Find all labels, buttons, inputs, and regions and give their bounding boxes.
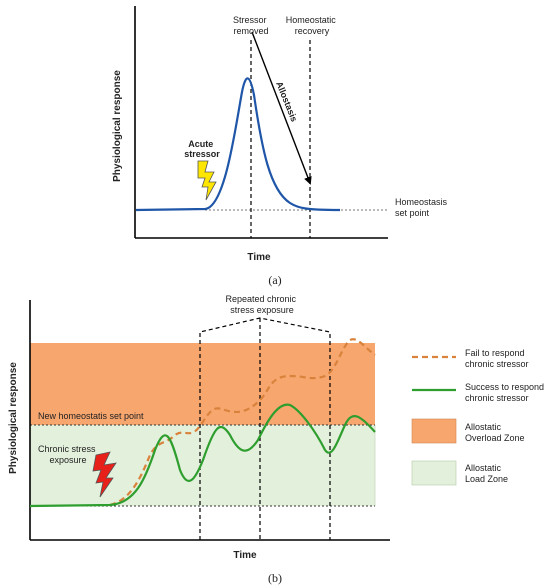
chronic-lightning-bolt-icon xyxy=(92,451,117,498)
lightning-bolt-icon xyxy=(197,160,217,201)
chronic-exposure-label: Chronic stress exposure xyxy=(38,444,98,465)
legend: Fail to respond chronic stressor Success… xyxy=(411,348,547,486)
panel-b-y-axis-label: Physiological response xyxy=(8,362,19,474)
new-set-point-label: New homeostatis set point xyxy=(38,411,144,421)
homeostatic-recovery-label: Homeostatic recovery xyxy=(286,15,339,36)
allostasis-label: Allostasis xyxy=(274,80,299,123)
success-response-curve xyxy=(29,403,376,508)
legend-fail-label: Fail to respond chronic stressor xyxy=(465,348,529,369)
repeated-exposure-label: Repeated chronic stress exposure xyxy=(225,294,298,315)
legend-overload-label: Allostatic Overload Zone xyxy=(465,422,525,443)
panel-a-y-axis-label: Physiological response xyxy=(112,70,123,182)
legend-load-swatch xyxy=(411,460,457,486)
panel-a-x-axis-label: Time xyxy=(247,252,271,263)
legend-load-label: Allostatic Load Zone xyxy=(465,463,508,484)
panel-b-caption: (b) xyxy=(268,571,282,585)
allostatic-overload-zone xyxy=(30,343,375,425)
legend-overload-swatch xyxy=(411,418,457,444)
panel-b-x-axis-label: Time xyxy=(233,550,257,561)
fail-response-curve xyxy=(109,338,376,507)
acute-response-curve xyxy=(135,77,341,212)
allostasis-arrow xyxy=(251,31,312,185)
panel-b: Repeated chronic stress exposure New hom… xyxy=(8,294,547,585)
panel-a-caption: (a) xyxy=(268,273,281,287)
allostatic-load-zone xyxy=(30,425,375,506)
homeostasis-set-point-label: Homeostasis set point xyxy=(395,197,450,218)
legend-success-label: Success to respond chronic stressor xyxy=(465,382,547,403)
acute-stressor-label: Acute stressor xyxy=(184,139,220,159)
panel-a: Stressor removed Homeostatic recovery Al… xyxy=(112,6,450,287)
stressor-removed-label: Stressor removed xyxy=(233,15,269,36)
